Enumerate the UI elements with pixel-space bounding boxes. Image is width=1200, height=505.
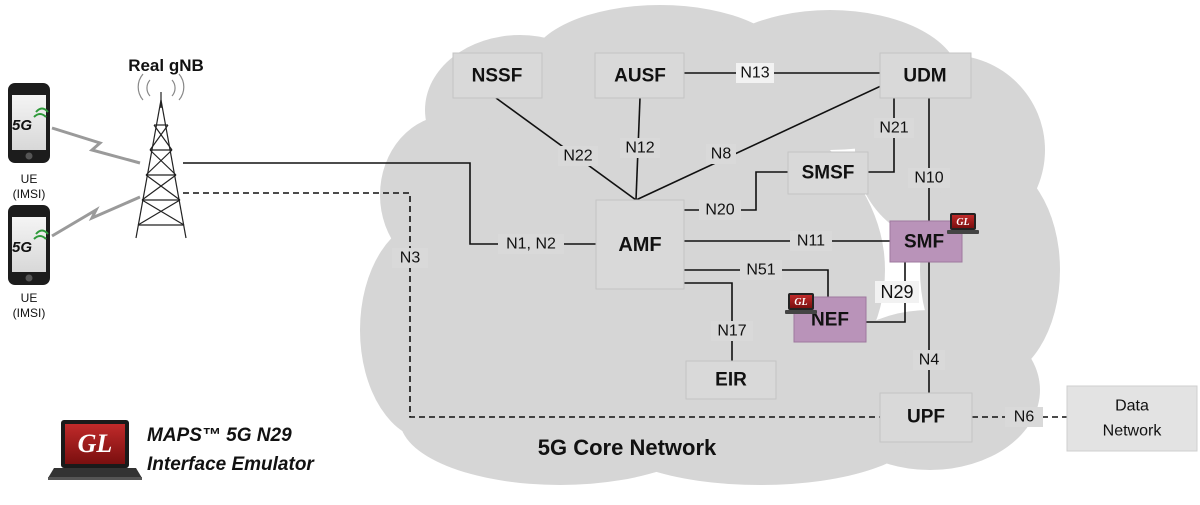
svg-text:N10: N10 [914,170,943,187]
radio-link-ue2 [51,195,141,238]
node-box [452,52,543,99]
node-label-line2: Network [1103,423,1163,440]
svg-text:N29: N29 [880,282,913,302]
signal-icon [33,229,49,240]
node-label: AMF [618,234,661,256]
phone-home-button [25,152,33,160]
link-amf-nef [684,269,829,297]
iface-n13: N13 [736,63,774,83]
iface-n3: N3 [392,248,428,268]
iface-n1n2: N1, N2 [498,234,564,254]
node-ausf: AUSF [594,52,685,99]
gnb-label: Real gNB [128,56,204,75]
signal-icon [33,107,49,118]
phone-home-button [25,274,33,282]
node-box [787,151,869,195]
node-box [879,392,973,443]
gl-badge-text: GL [956,217,969,228]
core-network-label: 5G Core Network [538,435,717,460]
ue-phone-2: 5G [8,205,50,285]
svg-text:N1, N2: N1, N2 [506,236,556,253]
node-amf: AMF [595,199,685,290]
node-label: EIR [715,370,747,391]
svg-text:N6: N6 [1014,409,1035,426]
svg-text:N51: N51 [746,262,775,279]
iface-n51: N51 [740,260,782,280]
node-label: UPF [907,407,945,428]
ue-label-1: UE [21,172,38,186]
node-box [1066,385,1198,452]
iface-n4: N4 [913,350,945,370]
node-nssf: NSSF [452,52,543,99]
product-title-line1: MAPS™ 5G N29 [147,425,292,446]
phone-screen [12,217,46,272]
gnb-tower-icon [135,73,187,239]
ue-imsi-label-2: (IMSI) [13,306,46,320]
node-label: NSSF [472,66,523,87]
node-box [685,360,777,400]
gl-badge-nef-icon: GL [785,293,817,314]
iface-n20: N20 [699,200,741,220]
radio-link-ue1 [51,126,141,165]
ue-5g-badge: 5G [12,117,32,134]
iface-n12: N12 [620,138,660,158]
node-label: SMF [904,232,944,253]
svg-text:N17: N17 [717,323,746,340]
svg-text:N21: N21 [879,120,908,137]
node-eir: EIR [685,360,777,400]
link-n3-dashed [183,192,880,418]
iface-n29: N29 [875,281,919,303]
ue-label-2: UE [21,291,38,305]
interface-labels: N13 N22 N12 N8 N21 N10 N20 N1, N2 N11 N5… [392,63,1043,427]
ue-phone-1: 5G [8,83,50,163]
iface-n17: N17 [711,321,753,341]
svg-text:N3: N3 [400,250,421,267]
svg-text:N8: N8 [711,146,732,163]
svg-text:N11: N11 [797,233,825,250]
link-udm-amf [635,77,899,201]
node-udm: UDM [879,52,972,99]
node-label: UDM [903,66,946,87]
iface-n10: N10 [908,168,950,188]
product-title-line2: Interface Emulator [147,454,315,475]
iface-n6: N6 [1005,407,1043,427]
iface-n21: N21 [874,118,914,138]
gl-badge-text: GL [794,297,807,308]
svg-text:N13: N13 [740,65,769,82]
gl-badge-smf-icon: GL [947,213,979,234]
phone-screen [12,95,46,150]
node-box [595,199,685,290]
iface-n11: N11 [790,231,832,251]
svg-text:N20: N20 [705,202,734,219]
ue-5g-badge: 5G [12,239,32,256]
ue-imsi-label-1: (IMSI) [13,187,46,201]
node-box [879,52,972,99]
node-box [594,52,685,99]
iface-n22: N22 [558,146,598,166]
node-smf: SMF [889,220,963,263]
svg-text:N4: N4 [919,352,940,369]
iface-n8: N8 [706,144,736,164]
node-label-line1: Data [1115,398,1149,415]
node-smsf: SMSF [787,151,869,195]
gl-laptop-logo-icon: GL [48,420,142,480]
gl-logo-text: GL [78,429,113,458]
node-label: AUSF [614,66,666,87]
node-label: SMSF [802,163,855,184]
node-data-network: Data Network [1066,385,1198,452]
node-label: NEF [811,310,849,331]
svg-text:N22: N22 [563,148,592,165]
node-nef: NEF [793,296,867,343]
core-network-cloud [360,5,1060,485]
svg-text:N12: N12 [625,140,654,157]
node-upf: UPF [879,392,973,443]
